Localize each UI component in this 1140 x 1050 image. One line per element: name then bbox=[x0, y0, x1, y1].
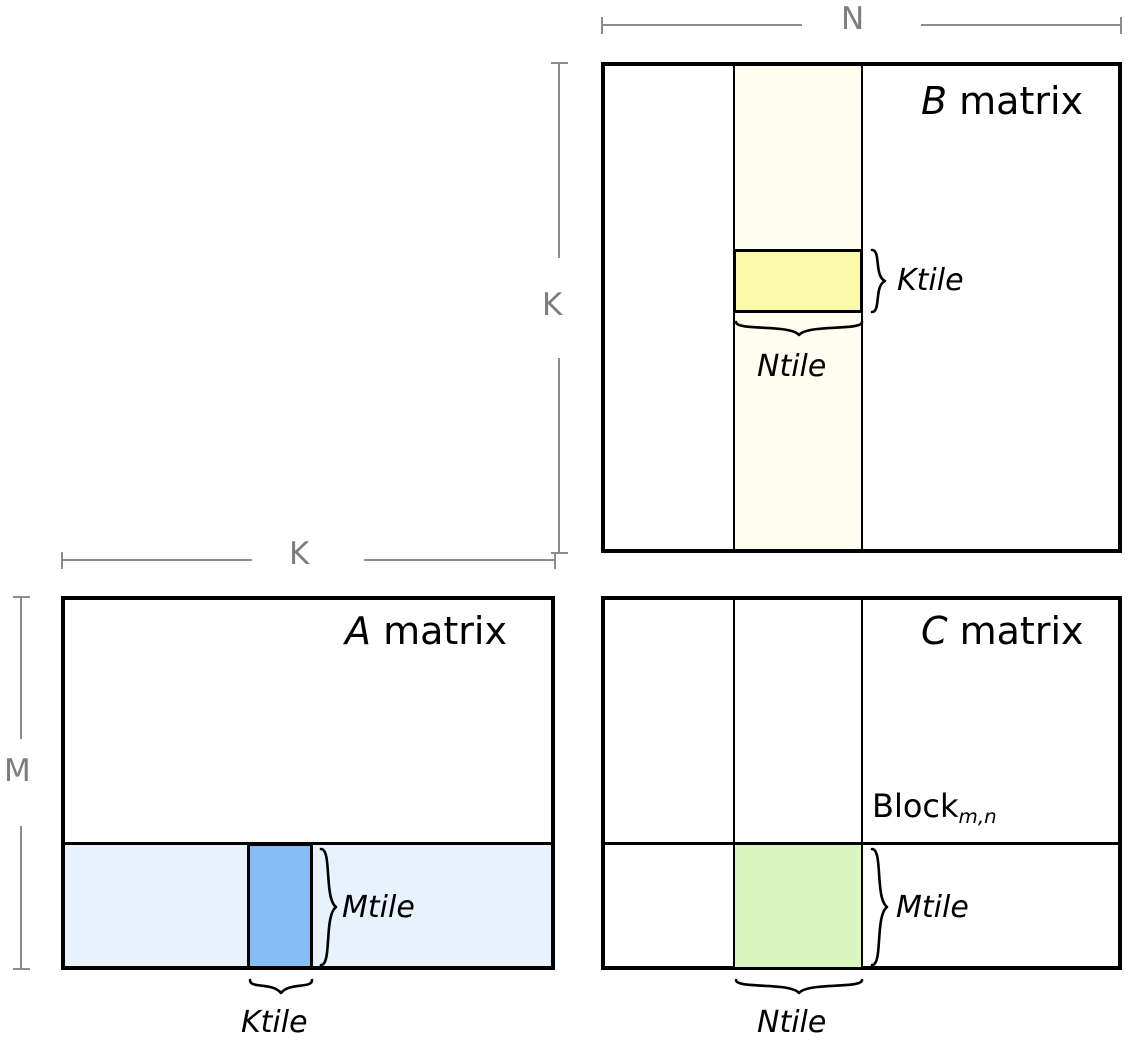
dimension-label-m: M bbox=[4, 753, 31, 789]
ruler-bar-bottom bbox=[558, 358, 560, 553]
matrix-b-suffix: matrix bbox=[947, 79, 1084, 123]
dimension-ruler-k-horizontal: K bbox=[61, 539, 556, 573]
matrix-c-divider-left bbox=[733, 598, 735, 842]
brace-mtile-a bbox=[318, 847, 342, 967]
matrix-b-name: B bbox=[921, 79, 948, 123]
matrix-c-block-label: Blockm,n bbox=[872, 787, 997, 827]
ruler-cap-right bbox=[554, 552, 556, 569]
tile-label-mtile-c: Mtile bbox=[896, 890, 969, 925]
matrix-a-title: A matrix bbox=[345, 612, 507, 650]
brace-ntile-b bbox=[734, 319, 864, 341]
dimension-label-k-horizontal: K bbox=[289, 536, 310, 572]
dimension-label-k-vertical: K bbox=[542, 287, 563, 323]
brace-ntile-c bbox=[734, 977, 864, 999]
ruler-bar-bottom bbox=[20, 826, 22, 969]
matrix-c-name: C bbox=[921, 609, 948, 653]
ruler-bar-top bbox=[558, 63, 560, 258]
matrix-a-ktile-tile bbox=[247, 843, 313, 969]
matrix-c-divider-right bbox=[861, 598, 863, 842]
tile-label-ktile-b: Ktile bbox=[897, 263, 964, 298]
dimension-ruler-m: M bbox=[4, 596, 34, 971]
matrix-a-suffix: matrix bbox=[371, 609, 507, 653]
matrix-b-ktile-tile bbox=[733, 249, 863, 313]
ruler-bar-right bbox=[364, 559, 554, 561]
dimension-ruler-n: N bbox=[601, 4, 1122, 38]
tile-label-ntile-c: Ntile bbox=[757, 1005, 827, 1040]
ruler-bar-right bbox=[921, 24, 1121, 26]
matrix-c-suffix: matrix bbox=[947, 609, 1084, 653]
dimension-label-n: N bbox=[841, 1, 865, 37]
block-label-base: Block bbox=[872, 787, 959, 825]
matrix-c-title: C matrix bbox=[921, 612, 1084, 650]
ruler-cap-right bbox=[1120, 17, 1122, 34]
dimension-ruler-k-vertical: K bbox=[542, 62, 572, 554]
ruler-cap-bottom bbox=[551, 552, 568, 554]
ruler-bar-left bbox=[602, 24, 802, 26]
ruler-cap-bottom bbox=[13, 968, 30, 970]
matrix-b-title: B matrix bbox=[921, 82, 1083, 120]
matrix-c-block-tile bbox=[733, 843, 863, 969]
block-label-subscript: m,n bbox=[958, 805, 997, 829]
matrix-a-name: A bbox=[345, 609, 371, 653]
brace-ktile-a bbox=[248, 977, 314, 999]
brace-ktile-b bbox=[869, 248, 891, 314]
tile-label-ntile-b: Ntile bbox=[757, 349, 827, 384]
ruler-bar-top bbox=[20, 597, 22, 739]
brace-mtile-c bbox=[869, 847, 893, 967]
tile-label-mtile-a: Mtile bbox=[342, 890, 415, 925]
tile-label-ktile-a: Ktile bbox=[241, 1005, 308, 1040]
ruler-bar-left bbox=[62, 559, 252, 561]
